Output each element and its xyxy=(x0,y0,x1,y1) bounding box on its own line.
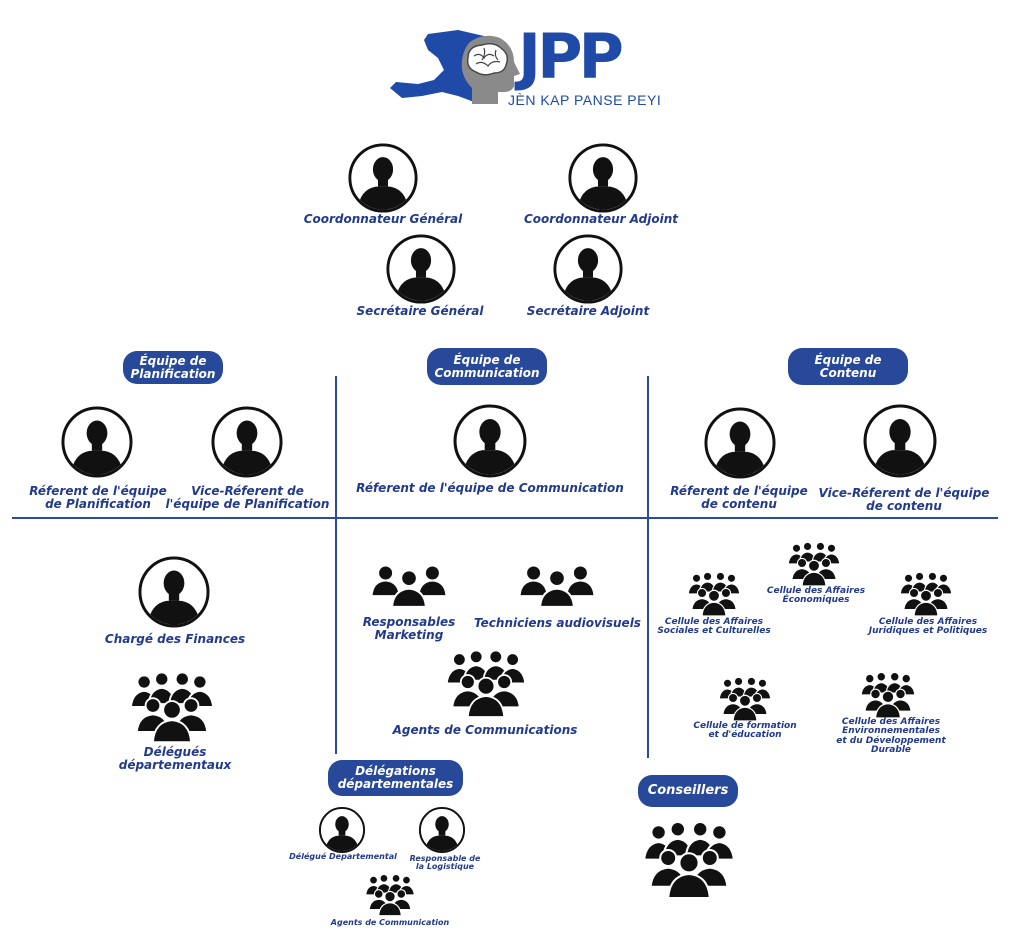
person-icon xyxy=(552,233,624,305)
person-icon xyxy=(210,405,284,479)
person-icon xyxy=(862,403,938,479)
label-content-vice-referent: Vice-Réferent de l'équipe de contenu xyxy=(818,486,990,513)
person-icon xyxy=(452,403,528,479)
label-content-referent: Réferent de l'équipe de contenu xyxy=(670,484,808,511)
label-marketing: Responsables Marketing xyxy=(362,615,456,642)
group-icon xyxy=(711,675,779,721)
group-icon xyxy=(518,560,596,612)
person-icon xyxy=(418,806,466,854)
label-cell-social: Cellule des Affaires Sociales et Culture… xyxy=(657,617,771,637)
divider-horizontal xyxy=(12,517,998,519)
label-communication-agents: Agents de Communications xyxy=(392,723,578,737)
label-secretary-general: Secrétaire Général xyxy=(356,304,484,318)
person-icon xyxy=(347,142,419,214)
label-coordinator-general: Coordonnateur Général xyxy=(303,212,463,226)
group-icon xyxy=(364,872,416,916)
label-coordinator-adjoint: Coordonnateur Adjoint xyxy=(523,212,678,226)
label-logistics: Responsable de la Logistique xyxy=(409,854,481,872)
label-cell-environment: Cellule des Affaires Environnementales e… xyxy=(836,717,946,756)
label-technicians: Techniciens audiovisuels xyxy=(474,616,641,630)
label-planning-vice-referent: Vice-Réferent de l'équipe de Planificati… xyxy=(165,484,330,511)
divider-vertical-left xyxy=(335,376,337,754)
person-icon xyxy=(385,233,457,305)
label-finance: Chargé des Finances xyxy=(104,632,246,646)
logo-subtitle: JÈN KAP PANSE PEYI xyxy=(508,92,662,108)
person-icon xyxy=(703,406,777,480)
pill-planning-team: Équipe de Planification xyxy=(123,351,223,384)
group-icon xyxy=(893,570,959,616)
label-cell-economic: Cellule des Affaires Économiques xyxy=(766,586,866,606)
label-cell-education: Cellule de formation et d'éducation xyxy=(693,721,797,741)
person-icon xyxy=(567,142,639,214)
group-icon xyxy=(128,668,216,743)
group-icon xyxy=(370,560,448,612)
person-icon xyxy=(318,806,366,854)
label-secretary-adjoint: Secrétaire Adjoint xyxy=(526,304,650,318)
label-communication-referent: Réferent de l'équipe de Communication xyxy=(356,481,624,495)
group-icon xyxy=(780,540,848,586)
person-icon xyxy=(60,405,134,479)
group-icon xyxy=(681,570,747,616)
divider-vertical-right xyxy=(647,376,649,758)
label-delegates: Délégués départementaux xyxy=(118,745,232,772)
pill-communication-team: Équipe de Communication xyxy=(427,348,547,385)
label-cell-legal: Cellule des Affaires Juridiques et Polit… xyxy=(868,617,988,637)
label-planning-referent: Réferent de l'équipe de Planification xyxy=(29,484,167,511)
pill-content-team: Équipe de Contenu xyxy=(788,348,908,385)
logo-title: JPP xyxy=(518,20,624,93)
group-icon xyxy=(853,670,923,718)
group-icon xyxy=(630,818,748,898)
label-delegate-departmental: Délégué Departemental xyxy=(289,852,397,861)
pill-delegations: Délégations départementales xyxy=(328,760,463,796)
brain-head-icon xyxy=(461,35,520,104)
group-icon xyxy=(444,646,528,718)
pill-advisors: Conseillers xyxy=(638,775,738,807)
label-delegation-agents: Agents de Communication xyxy=(330,918,450,927)
person-icon xyxy=(137,555,211,629)
